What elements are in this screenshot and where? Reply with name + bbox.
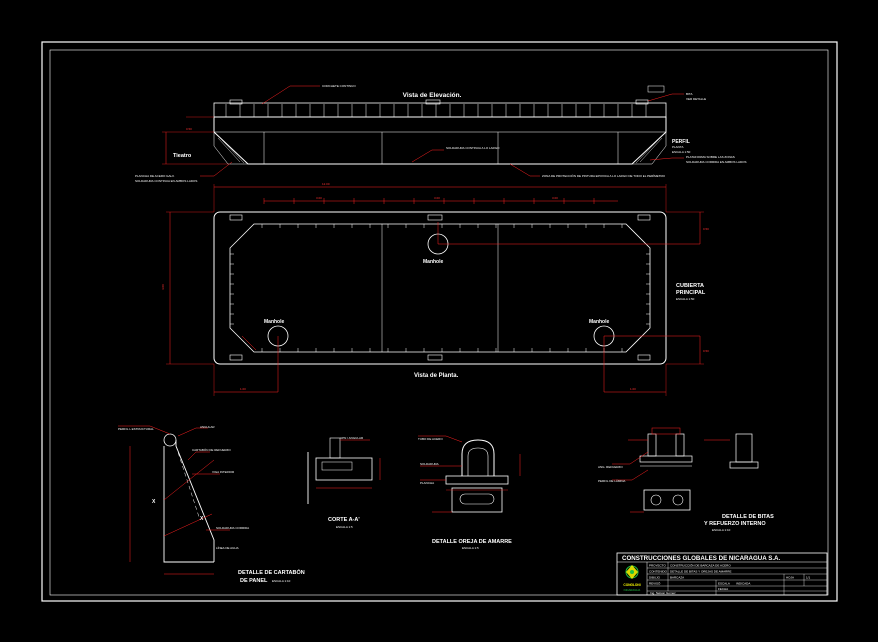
svg-text:BARCAZA: BARCAZA	[670, 576, 684, 580]
svg-text:PLANCHA: PLANCHA	[420, 481, 434, 485]
svg-text:CONSTRUCCIÓN DE BARCAZA DE ACE: CONSTRUCCIÓN DE BARCAZA DE ACERO	[670, 563, 731, 568]
svg-text:PERFIL L ESTRUCTURAL: PERFIL L ESTRUCTURAL	[118, 427, 154, 431]
svg-text:CONTENIDO: CONTENIDO	[649, 570, 668, 574]
svg-text:NICARAGUA: NICARAGUA	[624, 588, 641, 592]
elevation-view: Vista de Elevación. 0.50 Tieatro CORCH	[135, 84, 747, 183]
svg-text:CONGLONI: CONGLONI	[623, 583, 640, 587]
perfil-sub: PLANTA	[672, 145, 683, 149]
svg-text:4.00: 4.00	[161, 284, 165, 290]
svg-text:3.00: 3.00	[434, 196, 440, 200]
inner-border	[49, 49, 829, 596]
plan-top-ticks	[263, 198, 595, 204]
note-soldadura: SOLDADURA CONTINUA A LO LARGO	[446, 146, 500, 150]
svg-text:TUBO DE ACERO: TUBO DE ACERO	[418, 437, 443, 441]
note-bita-ver: VER DETALLE	[686, 97, 706, 101]
detail-corte-aa: UPN / ANGULAR CORTE A-A' ESCALA 1:5	[307, 436, 381, 529]
note-corchete: CORCHETE CONTINUO	[322, 84, 356, 88]
svg-text:Manhole: Manhole	[264, 319, 284, 325]
company-logo: CONGLONI NICARAGUA	[623, 565, 641, 592]
svg-text:1.00: 1.00	[240, 387, 246, 391]
railing-posts	[225, 104, 647, 117]
dim-total: 12.00	[322, 182, 330, 186]
svg-text:ESCALA: ESCALA	[718, 582, 730, 586]
svg-text:DETALLE DE BITAS: DETALLE DE BITAS	[722, 514, 774, 520]
perfil-scale: ESCALA 1:50	[672, 150, 691, 154]
svg-text:CORTE A-A': CORTE A-A'	[328, 517, 360, 523]
svg-text:CUBIERTA: CUBIERTA	[676, 283, 704, 289]
svg-text:ESCALA 1:50: ESCALA 1:50	[676, 297, 695, 301]
note-bottom: ZONA DE PROTECCIÓN DE PINTURA EPOXICA A …	[542, 173, 666, 178]
plan-title: Vista de Planta.	[414, 373, 459, 379]
svg-text:VIGA INTERIOR: VIGA INTERIOR	[212, 470, 235, 474]
svg-text:REVISÓ: REVISÓ	[649, 581, 661, 586]
note-left-1: PLANCHA DE ACERO GALV.	[135, 174, 175, 178]
svg-text:3.00: 3.00	[316, 196, 322, 200]
svg-text:HOJA: HOJA	[786, 576, 794, 580]
detail-oreja: TUBO DE ACERO SOLDADURA PLANCHA DETALLE …	[418, 435, 521, 550]
svg-text:SOLDADURA: SOLDADURA	[420, 462, 439, 466]
svg-text:ESCALA 1:10: ESCALA 1:10	[712, 528, 731, 532]
svg-text:CARTABÓN DE REFUERZO: CARTABÓN DE REFUERZO	[192, 447, 231, 452]
svg-text:Manhole: Manhole	[589, 319, 609, 325]
svg-text:DIBUJO: DIBUJO	[649, 576, 661, 580]
perfil-title: PERFIL	[672, 139, 690, 145]
elevation-title: Vista de Elevación.	[403, 92, 462, 99]
svg-text:INDICADA: INDICADA	[736, 582, 750, 586]
svg-text:DETALLE OREJA DE AMARRE: DETALLE OREJA DE AMARRE	[432, 539, 512, 545]
elevation-left-label: Tieatro	[173, 153, 192, 159]
note-bita: BITA	[686, 92, 692, 96]
svg-text:0.50: 0.50	[703, 349, 709, 353]
note-left-2: SOLDADURA CONTINUA EN AMBOS LADOS	[135, 179, 197, 183]
svg-text:ESCALA 1:10: ESCALA 1:10	[272, 579, 291, 583]
svg-text:0.50: 0.50	[186, 127, 192, 131]
svg-text:PERFIL DE LÁMINA: PERFIL DE LÁMINA	[598, 479, 625, 483]
plan-view: 12.00 3.00 3.00 3.00 Manhole Manhole Man…	[161, 182, 709, 396]
svg-text:ANG. REFUERZO: ANG. REFUERZO	[598, 465, 623, 469]
company-name: CONSTRUCCIONES GLOBALES DE NICARAGUA S.A…	[622, 555, 781, 562]
svg-text:1/1: 1/1	[806, 576, 811, 580]
svg-text:PROYECTO: PROYECTO	[649, 564, 666, 568]
svg-text:PRINCIPAL: PRINCIPAL	[676, 290, 706, 296]
svg-text:X: X	[152, 499, 156, 505]
svg-text:Y REFUERZO INTERNO: Y REFUERZO INTERNO	[704, 521, 766, 527]
svg-text:ESCALA 1:5: ESCALA 1:5	[336, 525, 353, 529]
svg-text:3.00: 3.00	[552, 196, 558, 200]
svg-text:SOLDADURA CORRIDA: SOLDADURA CORRIDA	[216, 526, 249, 530]
svg-text:FECHA: FECHA	[718, 587, 728, 591]
svg-text:DETALLE DE BITAS Y OREJAS DE A: DETALLE DE BITAS Y OREJAS DE AMARRE	[670, 570, 731, 574]
svg-text:0.50: 0.50	[703, 227, 709, 231]
svg-text:1.00: 1.00	[630, 387, 636, 391]
svg-text:UPN / ANGULAR: UPN / ANGULAR	[340, 436, 364, 440]
note-right-1: PLATAFORMA SOBRE LAS ZONAS	[686, 155, 735, 159]
note-right-2: SOLDADURA CORRIDA EN AMBOS LADOS	[686, 160, 747, 164]
svg-text:Ing. Nelson Gomez: Ing. Nelson Gomez	[650, 591, 676, 595]
title-block: CONSTRUCCIONES GLOBALES DE NICARAGUA S.A…	[616, 552, 828, 596]
plan-inner-ticks	[230, 224, 650, 352]
sheet-border	[41, 41, 838, 602]
detail-cartabon: X X PERFIL L ESTRUCTURAL ANGULAR CARTABÓ…	[118, 425, 305, 584]
svg-text:DETALLE DE CARTABÓN: DETALLE DE CARTABÓN	[238, 568, 305, 576]
svg-text:X: X	[200, 516, 204, 522]
svg-text:ESCALA 1:5: ESCALA 1:5	[462, 546, 479, 550]
svg-text:LÍNEA DE AGUA: LÍNEA DE AGUA	[216, 546, 239, 550]
svg-text:Manhole: Manhole	[423, 259, 443, 265]
svg-text:DE PANEL: DE PANEL	[240, 578, 268, 584]
detail-bitas: ANG. REFUERZO PERFIL DE LÁMINA DETALLE D…	[598, 427, 774, 532]
svg-text:ANGULAR: ANGULAR	[200, 425, 215, 429]
